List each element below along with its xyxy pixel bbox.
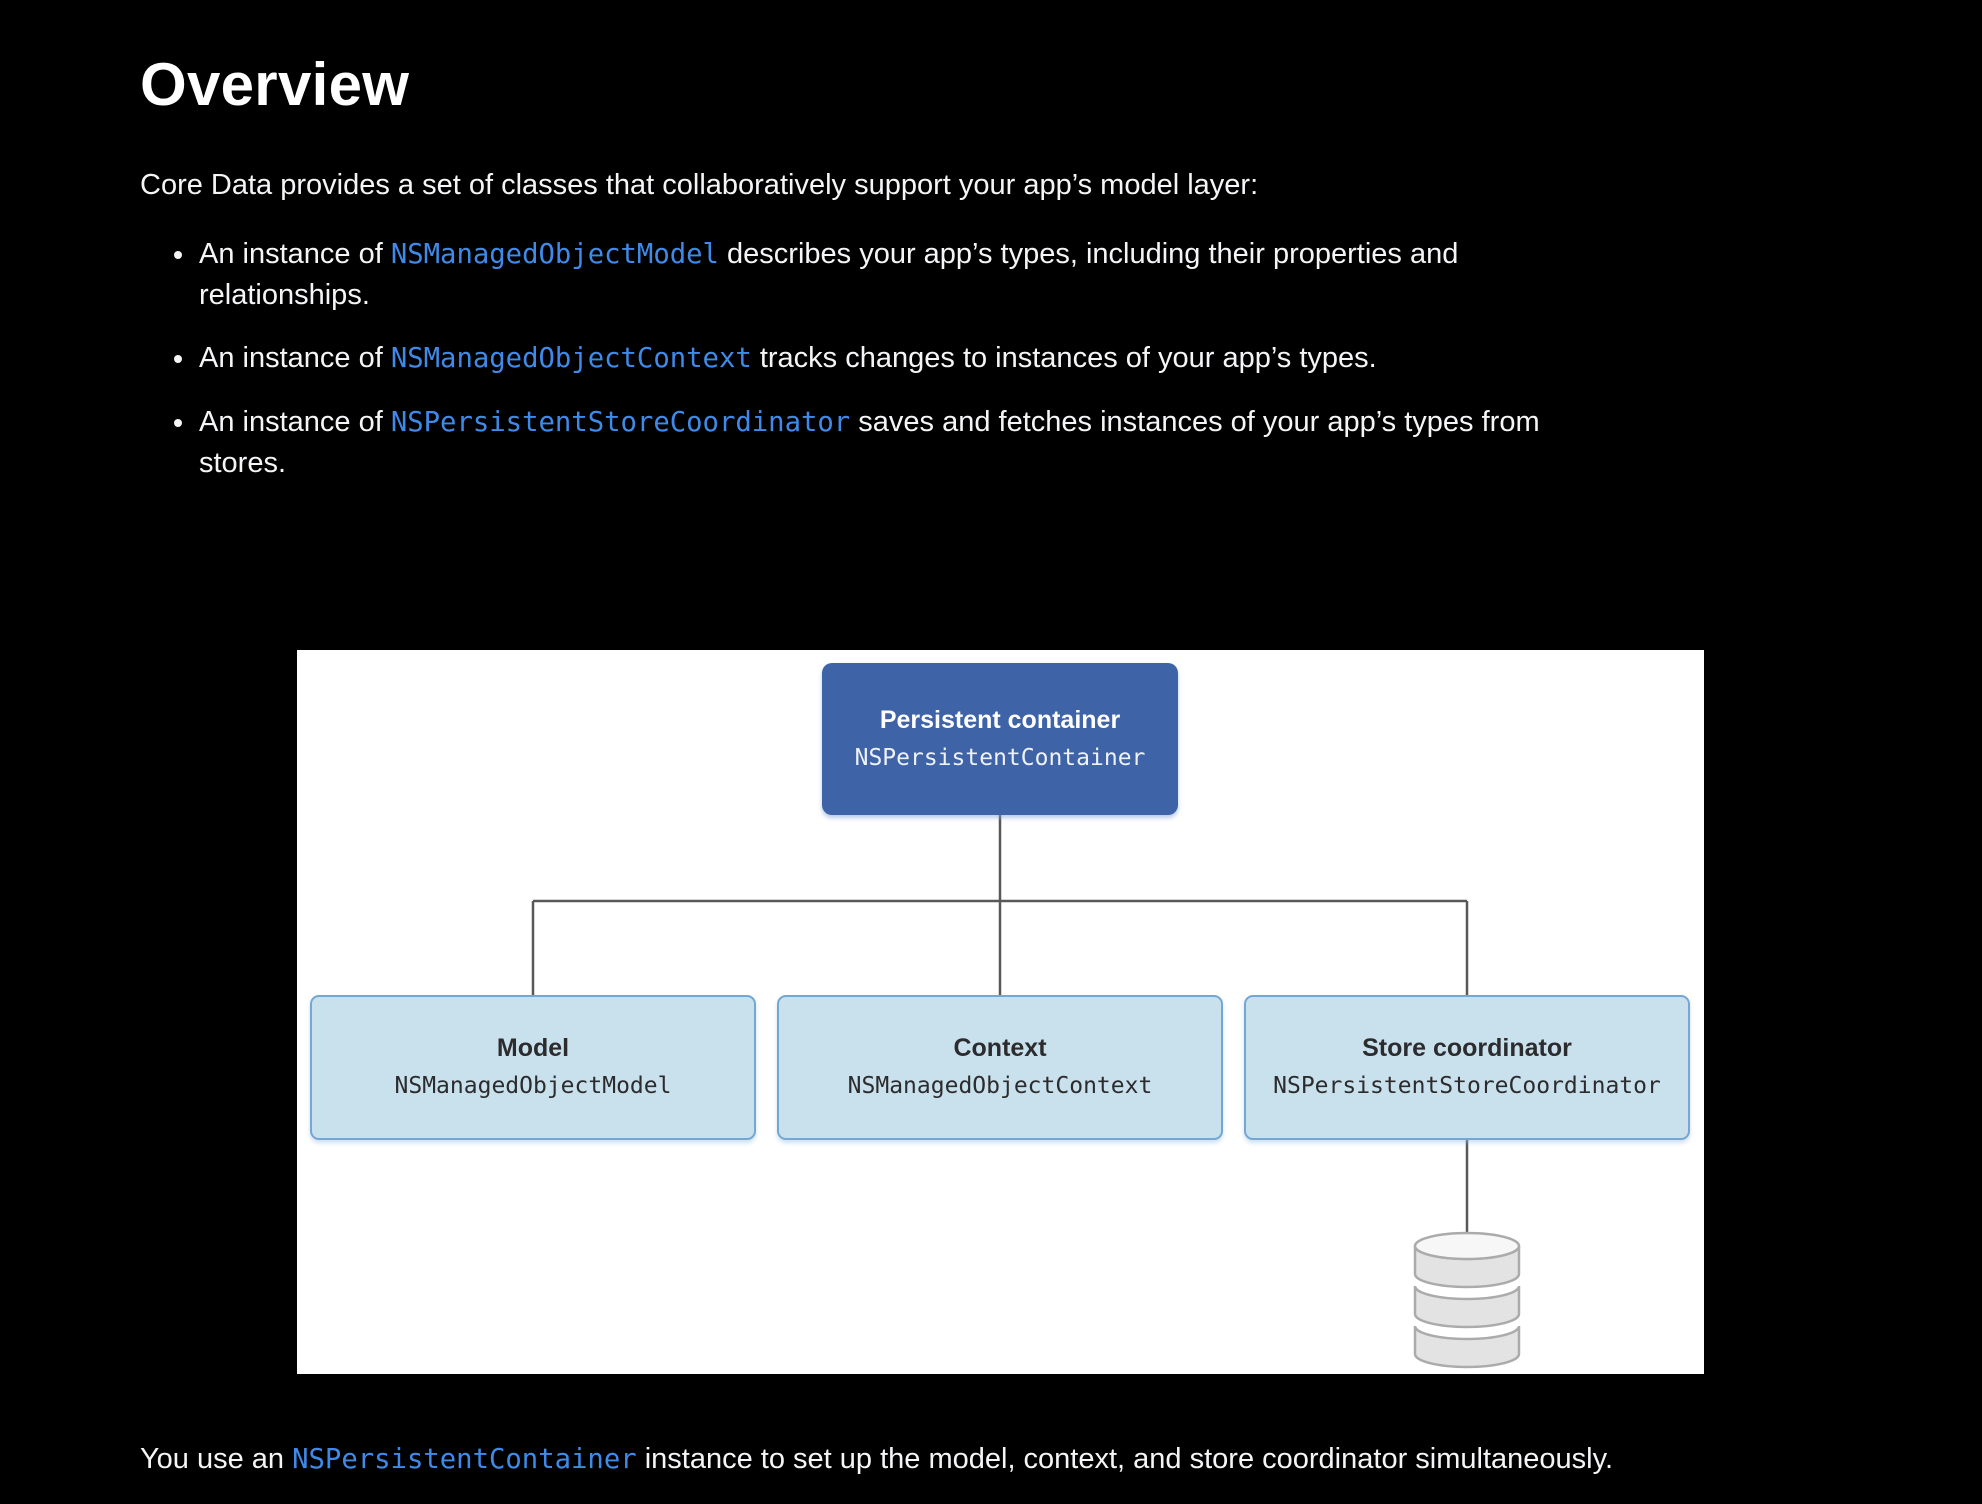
list-item: An instance of NSManagedObjectModel desc…: [197, 234, 1599, 316]
node-code: NSManagedObjectModel: [394, 1073, 672, 1100]
node-title: Store coordinator: [1362, 1034, 1572, 1063]
intro-paragraph: Core Data provides a set of classes that…: [140, 169, 1259, 201]
connector-lines: [531, 814, 1469, 1234]
diagram-node-context: Context NSManagedObjectContext: [777, 994, 1223, 1140]
symbol-link[interactable]: NSPersistentContainer: [292, 1443, 637, 1475]
node-code: NSManagedObjectContext: [847, 1073, 1153, 1100]
list-item: An instance of NSManagedObjectContext tr…: [197, 338, 1599, 379]
diagram-node-model: Model NSManagedObjectModel: [310, 994, 756, 1140]
symbol-link[interactable]: NSPersistentStoreCoordinator: [390, 406, 851, 438]
core-data-stack-diagram: Persistent container NSPersistentContain…: [297, 649, 1704, 1374]
symbol-link[interactable]: NSManagedObjectContext: [390, 343, 752, 375]
class-list: An instance of NSManagedObjectModel desc…: [140, 234, 1740, 484]
node-code: NSPersistentStoreCoordinator: [1273, 1073, 1661, 1100]
node-title: Context: [953, 1034, 1047, 1063]
section-heading: Overview: [140, 51, 410, 118]
diagram-artwork: [531, 814, 1521, 1369]
node-title: Model: [496, 1034, 570, 1063]
symbol-link[interactable]: NSManagedObjectModel: [390, 239, 719, 271]
diagram-node-store-coordinator: Store coordinator NSPersistentStoreCoord…: [1244, 994, 1690, 1140]
closing-paragraph: You use an NSPersistentContainer instanc…: [140, 1442, 1613, 1475]
node-title: Persistent container: [879, 705, 1121, 734]
list-item: An instance of NSPersistentStoreCoordina…: [197, 402, 1599, 484]
article-content: Overview Core Data provides a set of cla…: [0, 0, 1740, 1482]
database-icon: [1413, 1231, 1521, 1369]
node-code: NSPersistentContainer: [854, 744, 1146, 771]
diagram-node-persistent-container: Persistent container NSPersistentContain…: [822, 662, 1178, 815]
